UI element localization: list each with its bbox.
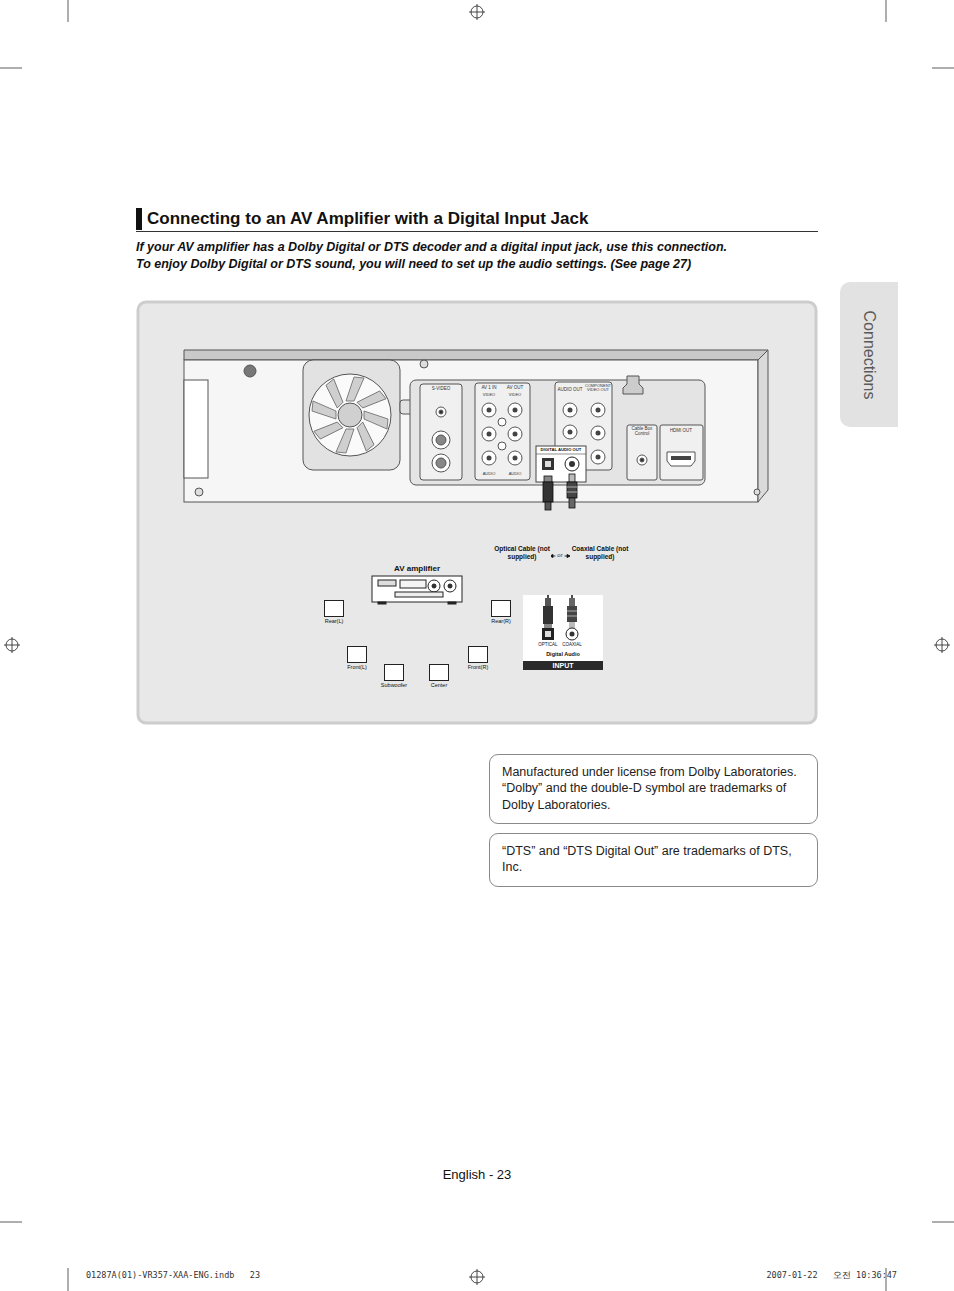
speaker-box: Rear(R) bbox=[491, 600, 511, 617]
jack-label: AV 1 IN bbox=[481, 385, 496, 390]
tab-label: Connections bbox=[860, 310, 878, 399]
speaker-box: Front(L) bbox=[347, 646, 367, 663]
input-bar-label: INPUT bbox=[523, 661, 603, 670]
av-amplifier: AV amplifier bbox=[372, 576, 462, 602]
speaker-box: Rear(L) bbox=[324, 600, 344, 617]
digital-audio-input-panel bbox=[523, 595, 603, 670]
speaker-box: Front(R) bbox=[468, 646, 488, 663]
print-info: 2007-01-22 오전 10:36:47 bbox=[766, 1271, 897, 1281]
speaker-label: Front(R) bbox=[468, 664, 488, 670]
fan-blade bbox=[346, 377, 364, 401]
jack-label: VIDEO bbox=[509, 393, 521, 398]
title-bar bbox=[136, 208, 142, 230]
jack-label: AUDIO bbox=[483, 472, 496, 477]
panel-caption: Digital Audio bbox=[546, 651, 580, 657]
speaker-label: Center bbox=[431, 682, 448, 688]
speaker-label: Rear(L) bbox=[325, 618, 344, 624]
speaker-box: Subwoofer bbox=[384, 664, 404, 681]
speaker-label: Front(L) bbox=[347, 664, 367, 670]
registration-marks bbox=[4, 4, 950, 1285]
note-text: Manufactured under license from Dolby La… bbox=[502, 764, 805, 813]
speaker-label: Subwoofer bbox=[381, 682, 407, 688]
intro-text: To enjoy Dolby Digital or DTS sound, you… bbox=[136, 257, 691, 271]
intro-text: If your AV amplifier has a Dolby Digital… bbox=[136, 240, 727, 254]
jack-label: S-VIDEO bbox=[432, 386, 451, 391]
jack-label: COAXIAL bbox=[562, 643, 582, 648]
section-tab: Connections bbox=[840, 282, 898, 427]
figure-panel bbox=[138, 302, 816, 723]
fan-blade bbox=[336, 429, 354, 453]
title-rule bbox=[136, 231, 818, 232]
jack-label: HDMI OUT bbox=[670, 428, 692, 433]
page-number: English - 23 bbox=[443, 1168, 512, 1183]
av-amplifier-unit bbox=[372, 576, 462, 604]
speaker-label: Rear(R) bbox=[491, 618, 511, 624]
trademark-note: “DTS” and “DTS Digital Out” are trademar… bbox=[489, 833, 818, 887]
box-label: DIGITAL AUDIO OUT bbox=[536, 448, 586, 453]
input-jack-block: OPTICAL COAXIAL Digital AudioINPUT bbox=[523, 595, 603, 670]
recorder-rear-panel bbox=[184, 350, 768, 502]
jack-label: AUDIO OUT bbox=[557, 387, 582, 392]
jack-label: Cable Box Control bbox=[629, 427, 655, 436]
fan-blade bbox=[364, 411, 388, 429]
jack-label: COMPONENT VIDEO OUT bbox=[584, 384, 612, 392]
cable-label: Optical Cable (not supplied) bbox=[493, 545, 551, 561]
jack-label: VIDEO bbox=[483, 393, 495, 398]
box-label: AV amplifier bbox=[394, 565, 440, 574]
or-label: or bbox=[557, 552, 562, 559]
print-info: 01287A(01)-VR357-XAA-ENG.indb 23 bbox=[86, 1271, 260, 1281]
jack-label: OPTICAL bbox=[538, 643, 557, 648]
jack-label: AV OUT bbox=[507, 385, 523, 390]
trademark-note: Manufactured under license from Dolby La… bbox=[489, 754, 818, 824]
fan-blade bbox=[312, 401, 336, 419]
output-jack-block: DIGITAL AUDIO OUT bbox=[536, 446, 586, 482]
digital-audio-out-jacks bbox=[536, 446, 586, 482]
cable-plugs-top bbox=[543, 474, 577, 510]
page-title: Connecting to an AV Amplifier with a Dig… bbox=[147, 209, 588, 229]
jack-label: AUDIO bbox=[509, 472, 522, 477]
note-text: “DTS” and “DTS Digital Out” are trademar… bbox=[502, 843, 805, 876]
speaker-box: Center bbox=[429, 664, 449, 681]
cable-label: Coaxial Cable (not supplied) bbox=[571, 545, 629, 561]
